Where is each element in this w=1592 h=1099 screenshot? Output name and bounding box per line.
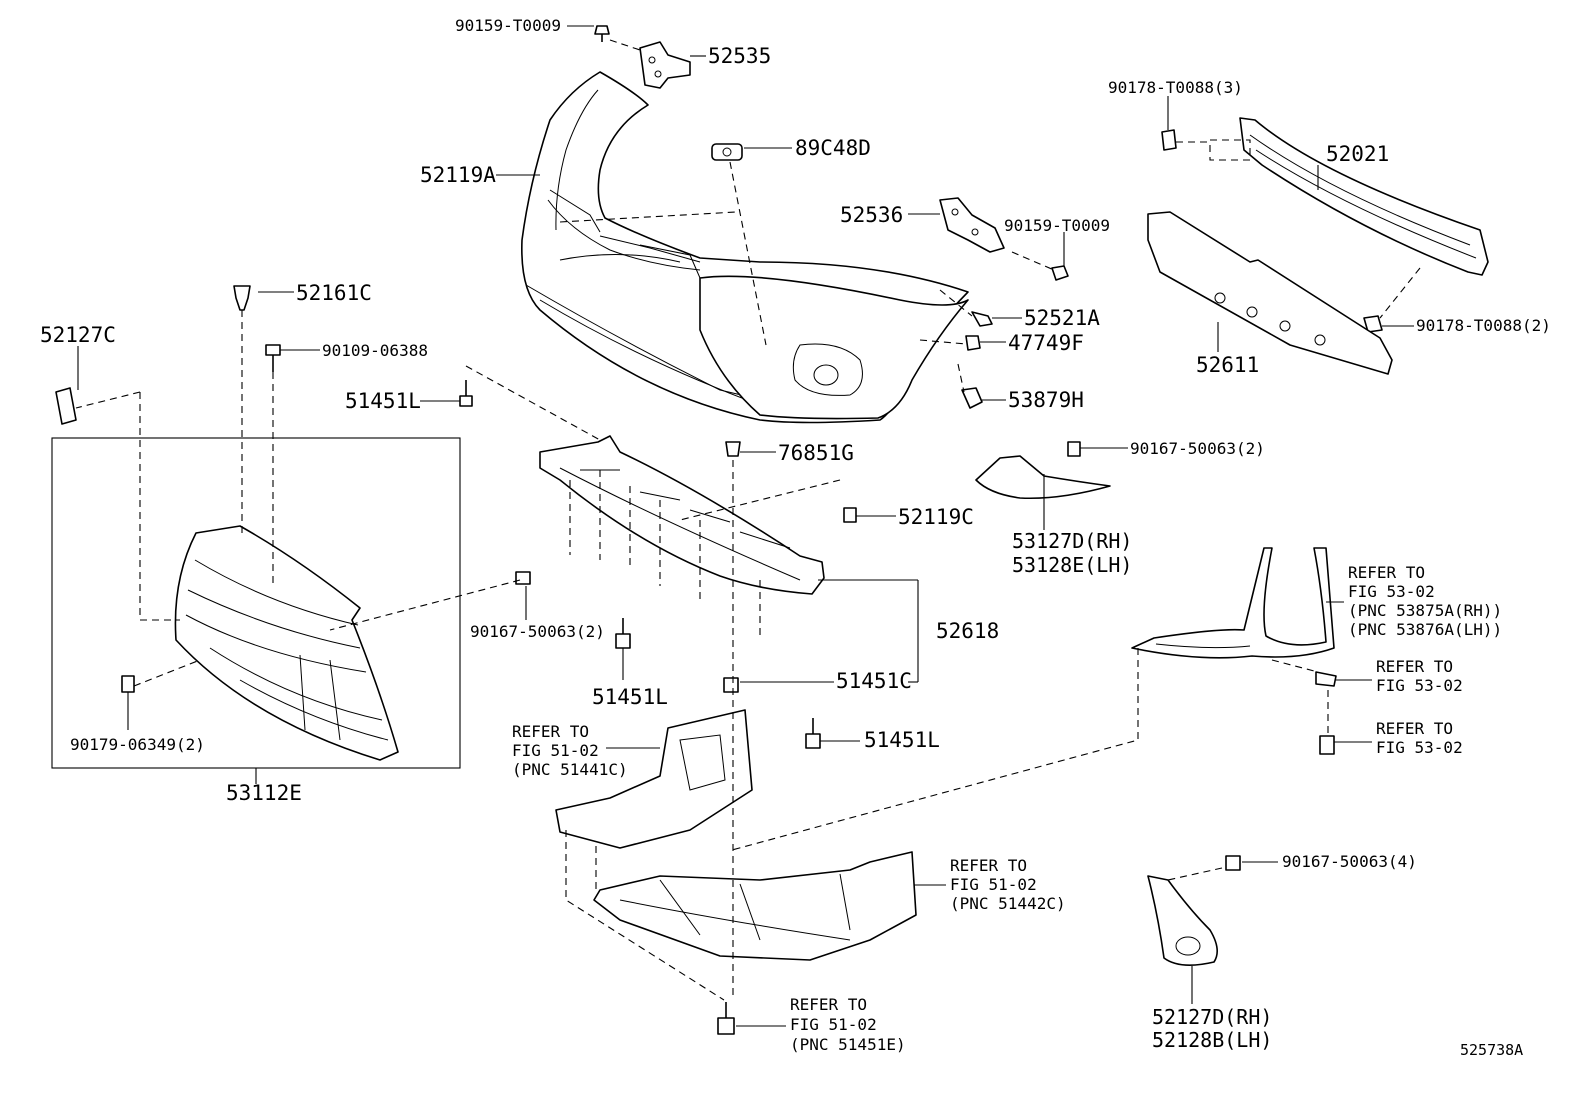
label-90167-2a: 90167-50063(2) — [1130, 439, 1265, 458]
clip-51451C-drawing — [723, 677, 739, 693]
refer-fig53-bolt-line1: REFER TO — [1376, 719, 1453, 738]
screw-90159-top-drawing — [594, 25, 610, 42]
bumper-cover-drawing — [521, 71, 969, 424]
label-52128B: 52128B(LH) — [1152, 1028, 1272, 1052]
clip-89C48D-drawing — [711, 143, 743, 161]
label-52119A: 52119A — [420, 163, 496, 187]
refer-fig53-pnc-line3: (PNC 53875A(RH)) — [1348, 601, 1502, 620]
clip-52521A-drawing — [971, 311, 993, 327]
grille-53112E-drawing — [174, 525, 399, 761]
bolt-51451L-upper-drawing — [459, 380, 473, 407]
refer-fig53-clip-line1: REFER TO — [1376, 657, 1453, 676]
label-90179: 90179-06349(2) — [70, 735, 205, 754]
refer-fig51-c1-line1: REFER TO — [512, 722, 589, 741]
label-47749F: 47749F — [1008, 331, 1084, 355]
refer-fig51-e-line3: (PNC 51451E) — [790, 1035, 906, 1054]
label-53127D: 53127D(RH) — [1012, 529, 1132, 553]
label-51451L-a: 51451L — [345, 389, 421, 413]
label-53112E: 53112E — [226, 781, 302, 805]
label-51451C: 51451C — [836, 669, 912, 693]
bracket-52536-drawing — [939, 197, 1005, 253]
engine-under-cover-left-drawing — [555, 709, 753, 849]
label-51451L-c: 51451L — [864, 728, 940, 752]
bolt-51451E-drawing — [717, 1002, 735, 1035]
refer-fig51-c1-line2: FIG 51-02 — [512, 741, 599, 760]
label-52535: 52535 — [708, 44, 771, 68]
refer-fig53-pnc-line2: FIG 53-02 — [1348, 582, 1435, 601]
label-52161C: 52161C — [296, 281, 372, 305]
bolt-51451L-lower-drawing — [805, 718, 821, 749]
refer-fig51-e-line1: REFER TO — [790, 995, 867, 1014]
label-52618: 52618 — [936, 619, 999, 643]
label-90109: 90109-06388 — [322, 341, 428, 360]
clip-53879H-drawing — [961, 387, 983, 409]
label-90167-2b: 90167-50063(2) — [470, 622, 605, 641]
bolt-fig53-drawing — [1319, 735, 1335, 755]
absorber-52611-drawing — [1147, 211, 1393, 375]
cover-52127C-drawing — [55, 387, 77, 425]
label-53128E: 53128E(LH) — [1012, 553, 1132, 577]
engine-under-cover-center-drawing — [593, 851, 917, 961]
refer-fig51-e-line2: FIG 51-02 — [790, 1015, 877, 1034]
nut-90179-drawing — [121, 675, 135, 693]
bezel-52127D-drawing — [1147, 875, 1218, 966]
label-89C48D: 89C48D — [795, 136, 871, 160]
label-90178-3: 90178-T0088(3) — [1108, 78, 1243, 97]
refer-fig53-clip-line2: FIG 53-02 — [1376, 676, 1463, 695]
refer-fig51-c2-line1: REFER TO — [950, 856, 1027, 875]
bolt-90167-bottom-drawing — [1225, 855, 1241, 871]
retainer-47749F-drawing — [965, 335, 981, 351]
clip-76851G-drawing — [725, 441, 741, 457]
bolt-90109-drawing — [265, 344, 281, 372]
bolt-51451L-mid-drawing — [615, 618, 631, 649]
clip-52161C-drawing — [233, 285, 251, 311]
refer-fig53-pnc-line1: REFER TO — [1348, 563, 1425, 582]
part-labels: 90159-T0009 52535 89C48D 52119A 52536 90… — [40, 16, 1551, 1059]
label-53879H: 53879H — [1008, 388, 1084, 412]
bolt-90178-upper-drawing — [1161, 129, 1251, 161]
screw-90159-right-drawing — [1051, 265, 1069, 281]
refer-fig53-pnc-line4: (PNC 53876A(LH)) — [1348, 620, 1502, 639]
clip-52119C-drawing — [843, 507, 857, 523]
diagram-id: 525738A — [1460, 1041, 1523, 1059]
molding-53127D-drawing — [975, 455, 1111, 500]
bolt-90167-left-drawing — [515, 571, 531, 585]
label-52127D: 52127D(RH) — [1152, 1005, 1272, 1029]
refer-fig51-c2-line2: FIG 51-02 — [950, 875, 1037, 894]
bolt-90167-right-drawing — [1067, 441, 1081, 457]
label-51451L-b: 51451L — [592, 685, 668, 709]
refer-fig51-c1-line3: (PNC 51441C) — [512, 760, 628, 779]
label-52611: 52611 — [1196, 353, 1259, 377]
refer-fig53-bolt-line2: FIG 53-02 — [1376, 738, 1463, 757]
fender-liner-drawing — [1131, 547, 1335, 659]
label-90178-2: 90178-T0088(2) — [1416, 316, 1551, 335]
dashed-assembly-lines — [75, 39, 1421, 1001]
label-52119C: 52119C — [898, 505, 974, 529]
bracket-52535-drawing — [639, 41, 691, 89]
clip-fig53-drawing — [1315, 671, 1337, 687]
label-52521A: 52521A — [1024, 306, 1100, 330]
refer-fig51-c2-line3: (PNC 51442C) — [950, 894, 1066, 913]
leader-lines — [77, 25, 1414, 1027]
label-52127C: 52127C — [40, 323, 116, 347]
label-76851G: 76851G — [778, 441, 854, 465]
label-90167-4: 90167-50063(4) — [1282, 852, 1417, 871]
label-52536: 52536 — [840, 203, 903, 227]
label-90159-top: 90159-T0009 — [455, 16, 561, 35]
label-90159-right: 90159-T0009 — [1004, 216, 1110, 235]
label-52021: 52021 — [1326, 142, 1389, 166]
reinforcement-52021-drawing — [1239, 117, 1489, 276]
bolt-90178-lower-drawing — [1363, 315, 1383, 333]
cover-52618-drawing — [539, 435, 825, 600]
